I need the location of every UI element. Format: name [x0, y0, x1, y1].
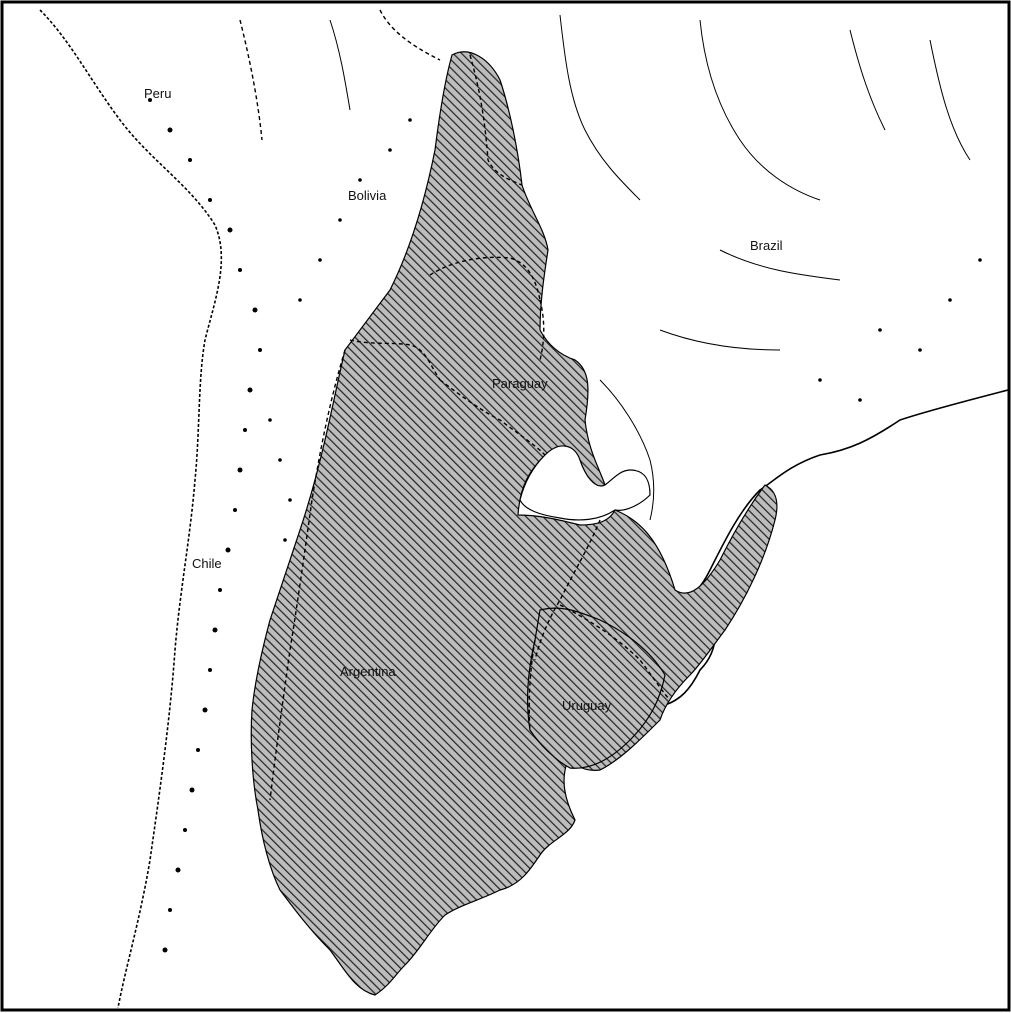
- label-peru: Peru: [144, 86, 171, 101]
- label-bolivia: Bolivia: [348, 188, 387, 203]
- range-region-main: [250, 51, 778, 996]
- label-chile: Chile: [192, 556, 222, 571]
- label-brazil: Brazil: [750, 238, 783, 253]
- andes-relief: [148, 98, 982, 953]
- label-argentina: Argentina: [340, 664, 396, 679]
- range-region-uruguay: [526, 607, 666, 769]
- rivers: [329, 14, 971, 521]
- political-borders: [239, 9, 671, 801]
- label-uruguay: Uruguay: [562, 698, 612, 713]
- label-paraguay: Paraguay: [492, 376, 548, 391]
- country-labels: Peru Bolivia Brazil Paraguay Chile Argen…: [144, 86, 783, 713]
- paraguay-notch: [519, 445, 651, 521]
